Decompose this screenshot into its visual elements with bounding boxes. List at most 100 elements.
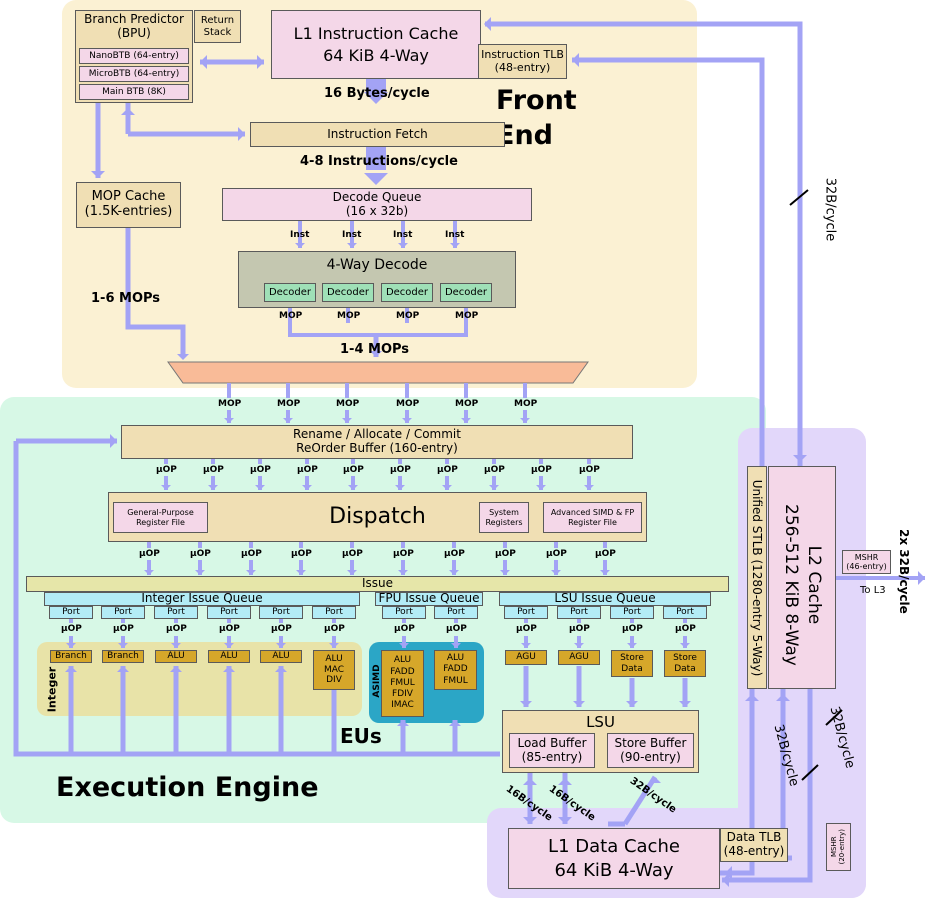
arrow-head — [918, 571, 925, 585]
arrow-head — [65, 666, 77, 672]
arrow-head — [484, 17, 491, 31]
arrow-head — [523, 778, 537, 785]
mop-label: MOP — [455, 399, 479, 409]
arrow-head — [171, 643, 181, 648]
funnel — [167, 361, 589, 384]
int-unit: ALU — [155, 650, 197, 663]
arrow-head — [370, 351, 382, 357]
uop-label: µOP — [579, 465, 600, 475]
arrow-head — [679, 701, 691, 707]
uop-label: µOP — [446, 624, 467, 634]
wire — [485, 21, 803, 466]
arrow-head — [461, 418, 471, 423]
mshr-l1 — [826, 823, 851, 871]
mshr-l2: MSHR (46-entry) — [842, 550, 891, 574]
arrow-head — [398, 570, 408, 575]
port: Port — [434, 606, 478, 619]
arrow-head — [776, 694, 790, 701]
uop-label: µOP — [203, 465, 224, 475]
port: Port — [207, 606, 251, 619]
mop-label: MOP — [218, 399, 242, 409]
decoder: Decoder — [381, 283, 433, 302]
int-unit: ALU — [208, 650, 250, 663]
lsu-unit: AGU — [558, 650, 600, 665]
arrow-head — [117, 666, 129, 672]
arrow-head — [500, 570, 510, 575]
decoder: Decoder — [440, 283, 492, 302]
arrow-head — [523, 817, 537, 824]
port: Port — [49, 606, 93, 619]
mop-label: MOP — [514, 399, 538, 409]
uop-label: µOP — [324, 624, 345, 634]
uop-label: µOP — [546, 549, 567, 559]
arrow-head — [66, 643, 76, 648]
arrow-head — [558, 817, 572, 824]
wire — [622, 775, 658, 826]
return-stack: Return Stack — [194, 10, 241, 43]
eus-label: EUs — [340, 724, 382, 748]
l1-data-cache: L1 Data Cache 64 KiB 4-Way — [508, 828, 720, 889]
uop-label: µOP — [190, 549, 211, 559]
port: Port — [101, 606, 145, 619]
uop-label: µOP — [531, 465, 552, 475]
arrow-head — [275, 666, 287, 672]
uop-label: µOP — [393, 549, 414, 559]
arrow-head — [397, 720, 409, 726]
arrow-head — [451, 643, 461, 648]
l1-instruction-cache: L1 Instruction Cache 64 KiB 4-Way — [271, 10, 481, 79]
load-buffer: Load Buffer (85-entry) — [509, 733, 595, 768]
arrow-head — [91, 171, 105, 178]
general-purpose-register-file: General-Purpose Register File — [113, 502, 208, 533]
bandwidth-32-top: 32B/cycle — [822, 177, 838, 242]
uop-label: µOP — [437, 465, 458, 475]
nano-btb: NanoBTB (64-entry) — [79, 48, 189, 64]
mshr-l1-label: MSHR (20-entry) — [829, 828, 846, 865]
arrow-head — [364, 173, 388, 185]
uop-label: µOP — [675, 624, 696, 634]
arrow-head — [276, 643, 286, 648]
mop-cache: MOP Cache (1.5K-entries) — [76, 182, 181, 228]
arrow-head — [224, 418, 234, 423]
arrow-head — [110, 434, 117, 448]
arrow-head — [329, 643, 339, 648]
mop-label: MOP — [279, 311, 303, 321]
fp-unit-1: ALU FADD FMUL — [434, 650, 477, 690]
arrow-head — [283, 418, 293, 423]
uop-label: µOP — [61, 624, 82, 634]
arrow-head — [572, 53, 579, 67]
inst-label: Inst — [445, 230, 465, 240]
issue-bar: Issue — [26, 576, 729, 592]
uop-label: µOP — [390, 465, 411, 475]
arrow-head — [121, 108, 135, 115]
wire — [572, 57, 765, 466]
lsu-unit: AGU — [505, 650, 547, 665]
arrow-head — [536, 485, 546, 490]
uop-label: µOP — [241, 549, 262, 559]
arrow-head — [574, 643, 584, 648]
arrow-head — [521, 643, 531, 648]
integer-issue-queue: Integer Issue Queue — [44, 591, 360, 606]
arrow-head — [177, 354, 189, 360]
arrow-head — [200, 55, 207, 69]
arrow-head — [520, 701, 532, 707]
arrow-head — [170, 666, 182, 672]
port: Port — [557, 606, 601, 619]
arrow-head — [342, 418, 352, 423]
uop-label: µOP — [343, 465, 364, 475]
decode-title: 4-Way Decode — [326, 257, 428, 273]
uop-label: µOP — [622, 624, 643, 634]
arrow-head — [399, 643, 409, 648]
uop-label: µOP — [595, 549, 616, 559]
port: Port — [504, 606, 548, 619]
uop-label: µOP — [156, 465, 177, 475]
arrow-head — [161, 485, 171, 490]
arrow-head — [144, 570, 154, 575]
port: Port — [663, 606, 707, 619]
mop-label: MOP — [396, 399, 420, 409]
uop-label: µOP — [569, 624, 590, 634]
uop-label: µOP — [342, 549, 363, 559]
wire — [366, 147, 386, 170]
bandwidth-2x32: 2x 32B/cycle — [897, 529, 911, 614]
bandwidth-fetch: 4-8 Instructions/cycle — [300, 154, 458, 169]
